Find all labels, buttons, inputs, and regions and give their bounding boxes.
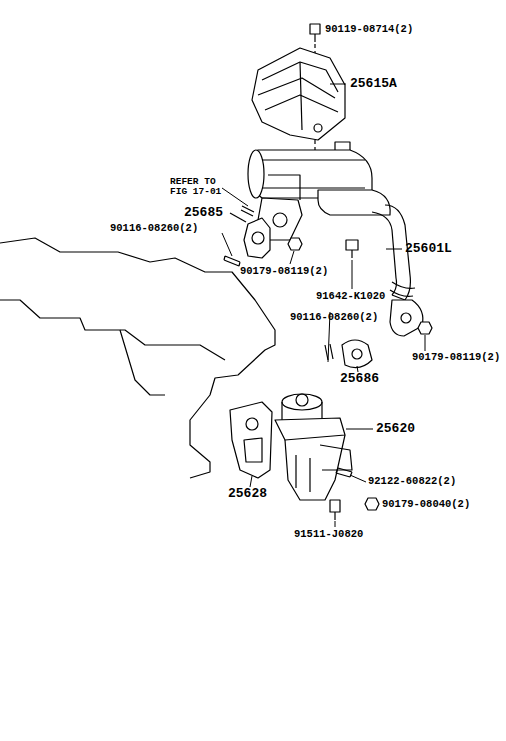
callout-number: 25620 [376, 422, 415, 436]
gasket [230, 213, 270, 258]
egr-valve [275, 394, 352, 500]
gasket [230, 402, 272, 478]
fasteners [224, 206, 432, 520]
egr-cooler [248, 142, 423, 336]
part-number: REFER TO FIG 17-01 [170, 177, 232, 198]
engine-block [0, 238, 275, 478]
leader-lines [222, 84, 425, 527]
callout-number: 25685 [184, 206, 223, 220]
part-number: 90179-08119(2) [412, 352, 500, 364]
part-number: 92122-60822(2) [368, 476, 456, 488]
callout-number: 25601L [405, 242, 452, 256]
callout-number: 25628 [228, 487, 267, 501]
callout-number: 25615A [350, 77, 397, 91]
heat-insulator [252, 48, 345, 160]
part-number: 90179-08040(2) [382, 499, 470, 511]
callout-number: 25686 [340, 372, 379, 386]
part-number: 90116-08260(2) [110, 223, 198, 235]
part-number: 90116-08260(2) [290, 312, 378, 324]
gasket [342, 340, 372, 368]
part-number: 90179-08119(2) [240, 266, 328, 278]
part-number: 91642-K1020 [316, 291, 385, 303]
part-number: 90119-08714(2) [325, 24, 413, 36]
part-number: 91511-J0820 [294, 529, 363, 541]
